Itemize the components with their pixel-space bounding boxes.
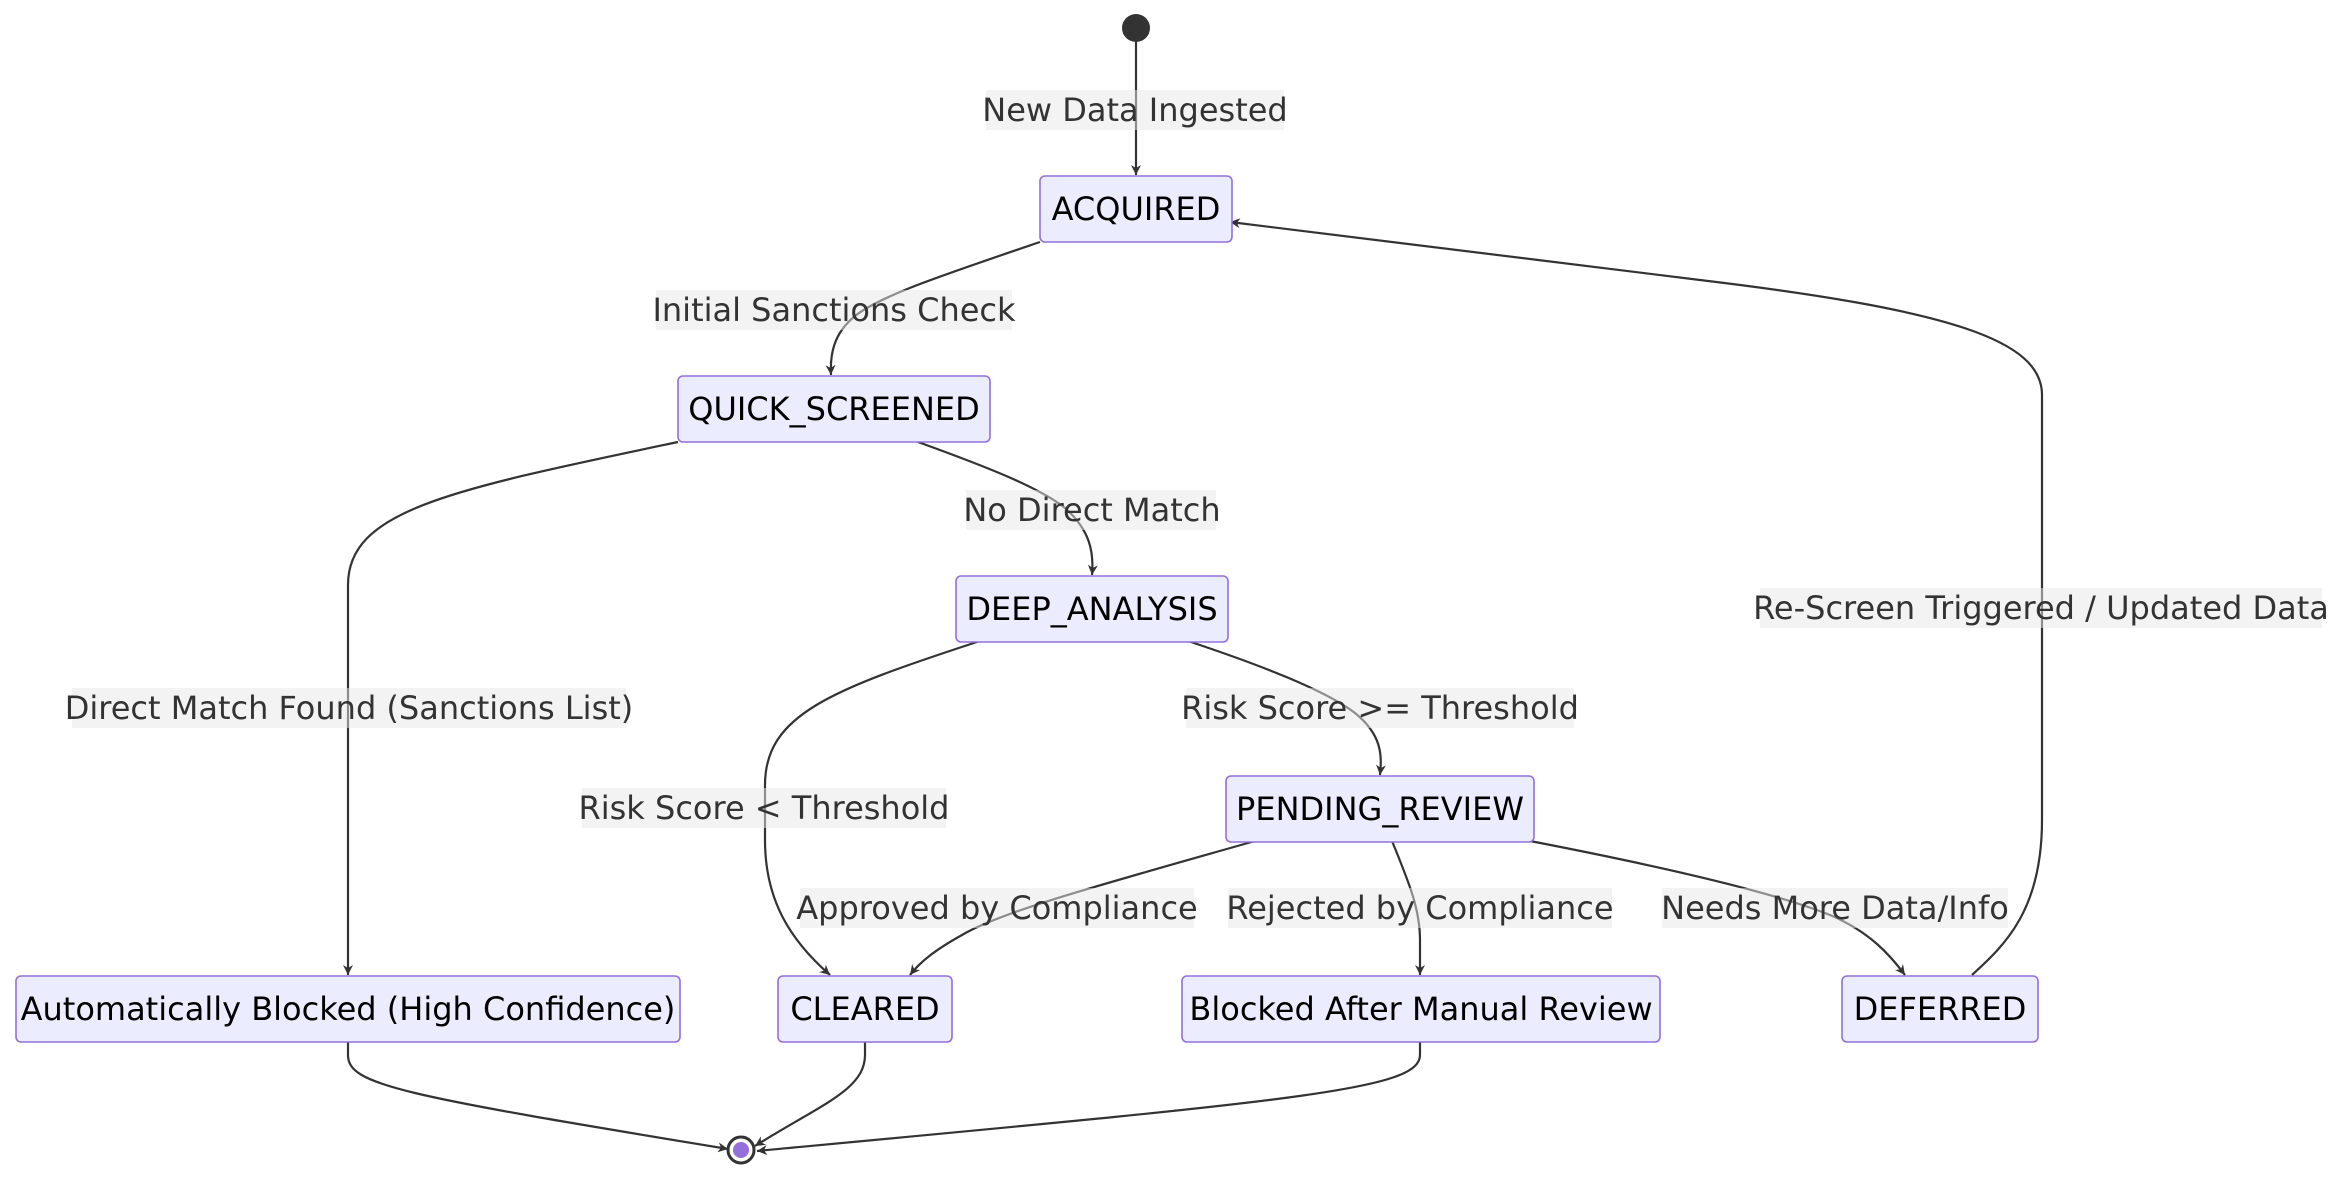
label-rejected-by-compliance: Rejected by Compliance <box>1226 889 1613 927</box>
edge-deferred-to-acquired <box>1229 218 2044 976</box>
start-node <box>1122 14 1150 42</box>
state-deferred: DEFERRED <box>1841 975 2039 1043</box>
label-new-data-ingested: New Data Ingested <box>982 91 1287 129</box>
label-initial-sanctions-check: Initial Sanctions Check <box>652 291 1016 329</box>
state-deep-analysis: DEEP_ANALYSIS <box>955 575 1229 643</box>
label-no-direct-match: No Direct Match <box>963 491 1220 529</box>
state-acquired: ACQUIRED <box>1039 175 1233 243</box>
state-quick-screened-label: QUICK_SCREENED <box>688 390 980 428</box>
state-auto-blocked: Automatically Blocked (High Confidence) <box>15 975 681 1043</box>
edge-deep-analysis-to-cleared <box>763 639 981 976</box>
edge-quick-screened-to-auto-blocked <box>343 440 679 975</box>
state-pending-review: PENDING_REVIEW <box>1225 775 1535 843</box>
label-re-screen-triggered: Re-Screen Triggered / Updated Data <box>1753 589 2329 627</box>
label-direct-match-found: Direct Match Found (Sanctions List) <box>65 689 634 727</box>
state-cleared-label: CLEARED <box>790 990 939 1028</box>
edge-labels: New Data Ingested Initial Sanctions Chec… <box>65 90 2329 928</box>
label-risk-score-low: Risk Score < Threshold <box>579 789 950 827</box>
label-approved-by-compliance: Approved by Compliance <box>796 889 1197 927</box>
label-needs-more-data: Needs More Data/Info <box>1661 889 2009 927</box>
edge-auto-blocked-to-end <box>346 1041 729 1153</box>
state-blocked-manual: Blocked After Manual Review <box>1181 975 1661 1043</box>
state-blocked-manual-label: Blocked After Manual Review <box>1189 990 1652 1028</box>
end-node <box>726 1135 756 1165</box>
state-deferred-label: DEFERRED <box>1854 990 2027 1028</box>
label-risk-score-high: Risk Score >= Threshold <box>1181 689 1579 727</box>
state-pending-review-label: PENDING_REVIEW <box>1236 790 1524 828</box>
edge-blocked-manual-to-end <box>756 1041 1422 1156</box>
state-quick-screened: QUICK_SCREENED <box>677 375 991 443</box>
state-auto-blocked-label: Automatically Blocked (High Confidence) <box>21 990 676 1028</box>
edge-cleared-to-end <box>754 1041 867 1147</box>
state-acquired-label: ACQUIRED <box>1052 190 1221 228</box>
state-deep-analysis-label: DEEP_ANALYSIS <box>966 590 1217 628</box>
state-cleared: CLEARED <box>777 975 953 1043</box>
